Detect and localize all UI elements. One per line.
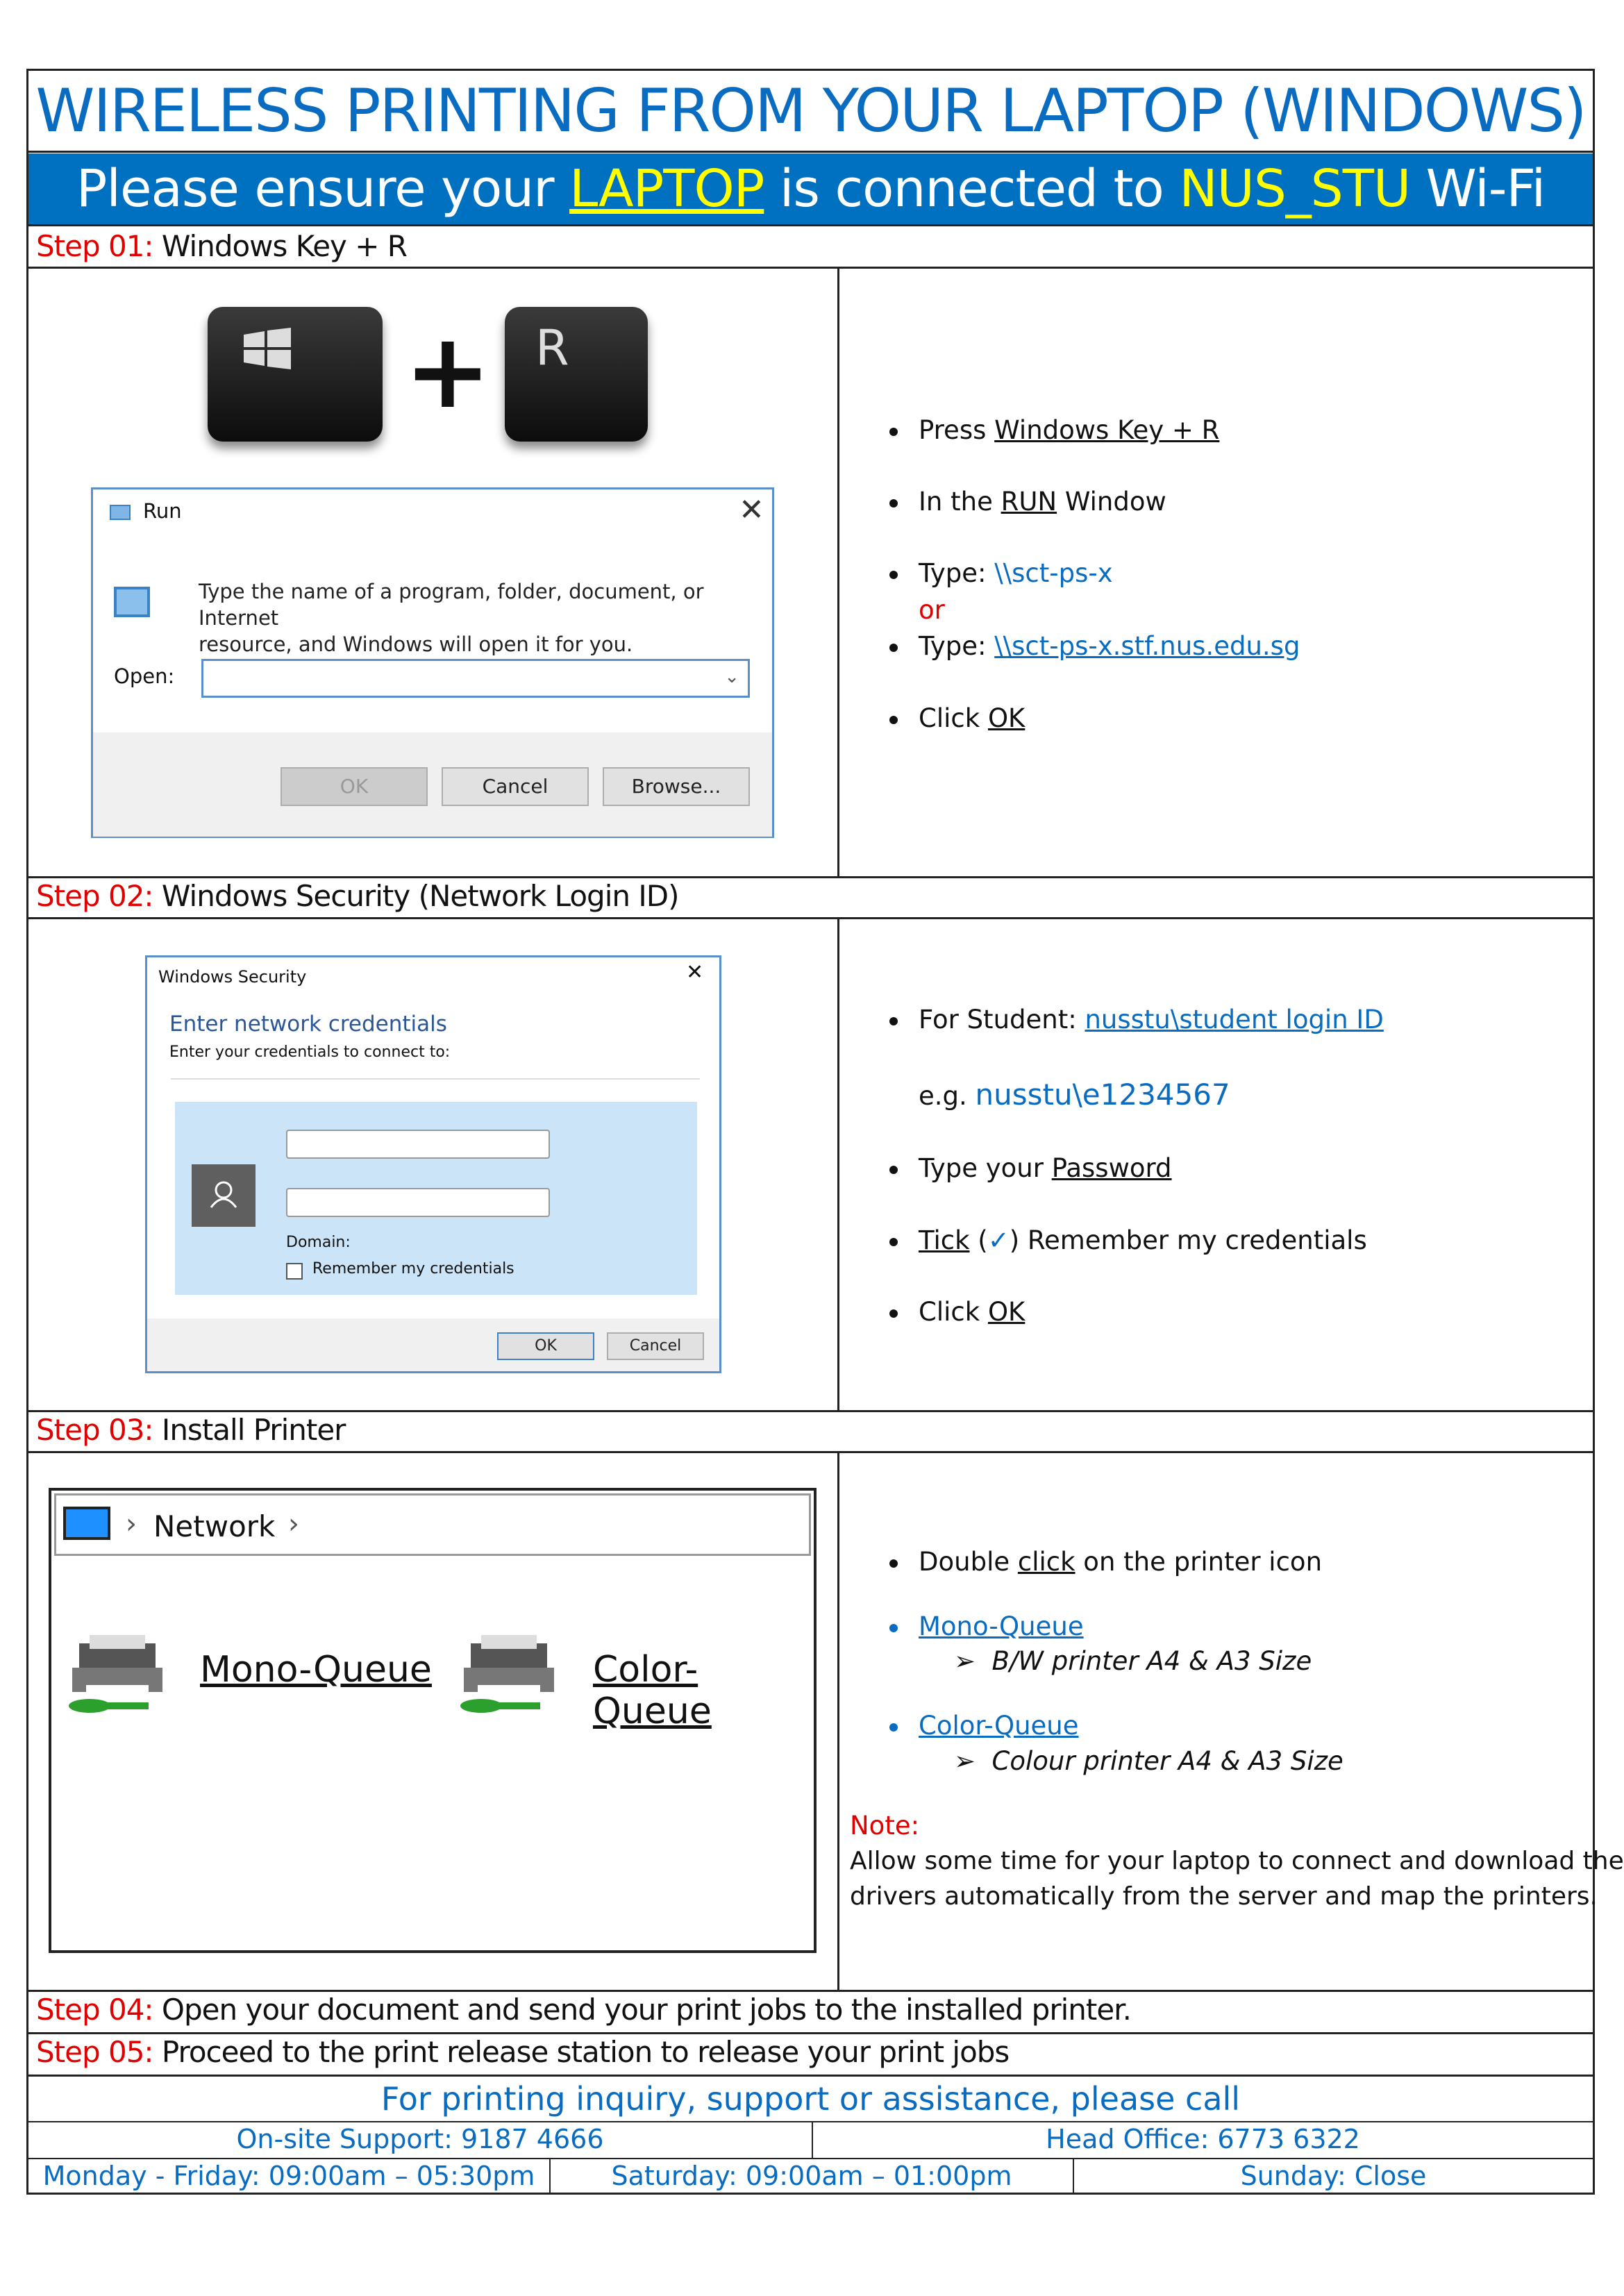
run-description: Type the name of a program, folder, docu… <box>199 580 704 656</box>
close-icon[interactable]: ✕ <box>686 960 704 984</box>
close-icon[interactable]: ✕ <box>739 492 764 528</box>
browse-button[interactable]: Browse... <box>603 767 750 806</box>
banner-text: Wi-Fi <box>1410 159 1546 219</box>
run-icon <box>110 505 131 520</box>
step-04-header: Step 04: Open your document and send you… <box>36 1993 1132 2027</box>
example-id: e.g. nusstu\e1234567 <box>919 1078 1230 1112</box>
banner-laptop: LAPTOP <box>569 159 764 219</box>
note-text: Allow some time for your laptop to conne… <box>850 1847 1624 1875</box>
password-input[interactable] <box>286 1188 550 1217</box>
note-text: drivers automatically from the server an… <box>850 1882 1598 1911</box>
note-label: Note: <box>850 1811 920 1841</box>
network-explorer: › Network › Mono-Queue Color-Queue <box>49 1488 817 1953</box>
server-path-full[interactable]: \\sct-ps-x.stf.nus.edu.sg <box>994 631 1300 661</box>
bullet-type-full: Type: \\sct-ps-x.stf.nus.edu.sg <box>889 631 1300 661</box>
mono-queue-printer[interactable]: Mono-Queue <box>200 1649 432 1691</box>
bullet-student-id: For Student: nusstu\student login ID <box>889 1005 1384 1034</box>
bullet-press-keys: Press Windows Key + R <box>889 415 1219 445</box>
run-program-icon <box>114 587 150 617</box>
username-input[interactable] <box>286 1130 550 1159</box>
dialog-heading: Enter network credentials <box>169 1012 447 1037</box>
arrow-bullet-icon: ➢ <box>954 1746 976 1776</box>
cancel-button[interactable]: Cancel <box>607 1332 704 1360</box>
breadcrumb-network[interactable]: Network <box>153 1509 276 1543</box>
bullet-tick-remember: Tick (✓) Remember my credentials <box>889 1225 1367 1255</box>
windows-logo-icon <box>244 328 291 369</box>
remember-label: Remember my credentials <box>312 1260 514 1277</box>
ok-button[interactable]: OK <box>497 1332 594 1360</box>
address-bar[interactable]: › Network › <box>54 1493 811 1556</box>
bullet-color-queue: Color-Queue <box>889 1711 1079 1741</box>
arrow-bullet-icon: ➢ <box>954 1646 976 1676</box>
credential-panel: Domain: Remember my credentials <box>175 1102 697 1295</box>
banner-ssid: NUS_STU <box>1179 159 1411 219</box>
bullet-click-ok: Click OK <box>889 1297 1025 1327</box>
bullet-type-short: Type: \\sct-ps-x <box>889 558 1113 588</box>
cancel-button[interactable]: Cancel <box>442 767 589 806</box>
head-office: Head Office: 6773 6322 <box>1046 2124 1360 2154</box>
ok-button[interactable]: OK <box>281 767 428 806</box>
mono-queue-desc: ➢ B/W printer A4 & A3 Size <box>954 1646 1312 1676</box>
chevron-down-icon[interactable]: ⌄ <box>724 667 739 687</box>
user-avatar-icon <box>192 1164 256 1227</box>
banner-text: Please ensure your <box>76 159 570 219</box>
inquiry-heading: For printing inquiry, support or assista… <box>380 2080 1241 2118</box>
hours-sunday: Sunday: Close <box>1240 2161 1427 2191</box>
windows-key <box>208 307 383 442</box>
printer-icon[interactable] <box>58 1629 176 1727</box>
run-dialog: Run ✕ Type the name of a program, folder… <box>91 487 774 838</box>
step-02-header: Step 02: Windows Security (Network Login… <box>36 879 679 913</box>
windows-security-dialog: Windows Security ✕ Enter network credent… <box>145 955 721 1373</box>
r-key: R <box>505 307 648 442</box>
bullet-click-ok: Click OK <box>889 703 1025 733</box>
page-title: WIRELESS PRINTING FROM YOUR LAPTOP (WIND… <box>35 76 1587 146</box>
document-frame <box>26 69 1595 2195</box>
step-03-header: Step 03: Install Printer <box>36 1413 346 1447</box>
chevron-right-icon: › <box>126 1508 137 1540</box>
step-01-header: Step 01: Windows Key + R <box>36 229 408 263</box>
bullet-run-window: In the RUN Window <box>889 487 1166 517</box>
dialog-subheading: Enter your credentials to connect to: <box>169 1044 451 1061</box>
checkmark-icon: ✓ <box>987 1225 1010 1255</box>
banner-text: is connected to <box>764 159 1180 219</box>
hours-saturday: Saturday: 09:00am – 01:00pm <box>611 2161 1012 2191</box>
bullet-password: Type your Password <box>889 1153 1172 1183</box>
printer-icon[interactable] <box>450 1629 568 1727</box>
computer-icon <box>63 1507 110 1540</box>
domain-label: Domain: <box>286 1234 351 1251</box>
hours-weekday: Monday - Friday: 09:00am – 05:30pm <box>42 2161 535 2191</box>
open-label: Open: <box>114 664 175 688</box>
bullet-mono-queue: Mono-Queue <box>889 1611 1084 1641</box>
color-queue-desc: ➢ Colour printer A4 & A3 Size <box>954 1746 1343 1776</box>
color-queue-printer[interactable]: Color-Queue <box>593 1649 712 1732</box>
bullet-double-click: Double click on the printer icon <box>889 1547 1322 1577</box>
remember-checkbox[interactable] <box>286 1263 303 1280</box>
dialog-title: Windows Security <box>158 967 307 987</box>
or-label: or <box>919 595 945 625</box>
plus-sign: + <box>404 311 492 432</box>
onsite-support: On-site Support: 9187 4666 <box>236 2124 604 2154</box>
server-path-short[interactable]: \\sct-ps-x <box>994 558 1113 588</box>
chevron-right-icon: › <box>288 1508 299 1540</box>
run-title: Run <box>143 499 182 523</box>
wifi-banner: Please ensure your LAPTOP is connected t… <box>28 153 1593 224</box>
open-input[interactable]: ⌄ <box>201 659 750 698</box>
step-05-header: Step 05: Proceed to the print release st… <box>36 2035 1010 2069</box>
